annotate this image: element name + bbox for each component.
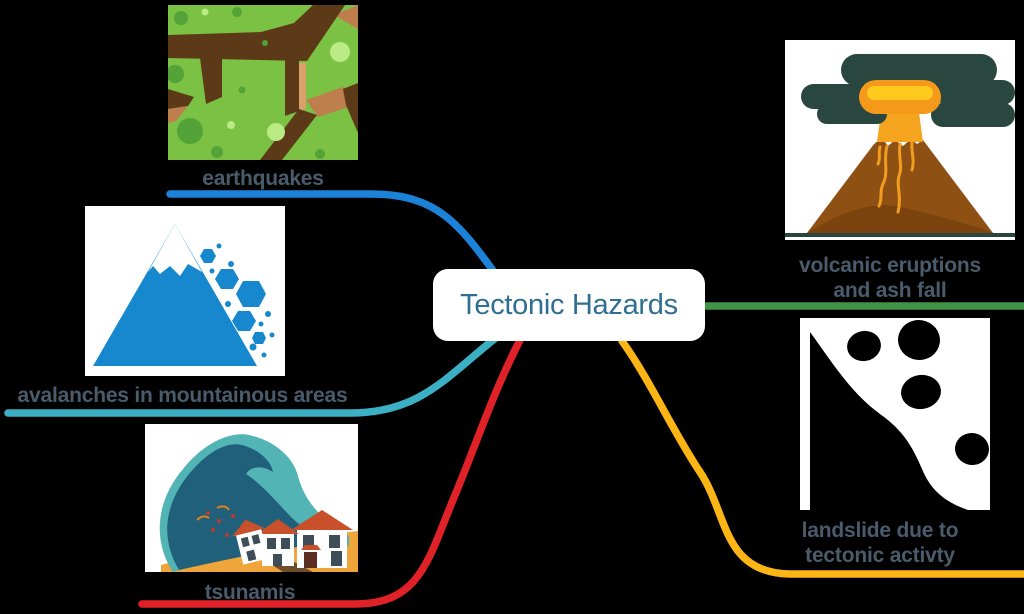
earthquakes-label[interactable]: earthquakes — [202, 167, 324, 190]
tsunamis-branch-line — [138, 336, 524, 608]
center-node-label: Tectonic Hazards — [460, 288, 678, 321]
avalanches-label[interactable]: avalanches in mountainous areas — [17, 384, 348, 407]
volcano-image[interactable] — [785, 40, 1015, 240]
landslide-image[interactable] — [800, 318, 990, 510]
earthquakes-image[interactable] — [168, 5, 358, 160]
avalanches-branch-line — [4, 332, 502, 417]
tsunami-image[interactable] — [145, 424, 358, 572]
earthquakes-branch-line — [166, 190, 509, 291]
landslide-label[interactable]: landslide due to tectonic activty — [801, 519, 959, 567]
landslide-branch-line — [618, 337, 1024, 578]
volcanic-label[interactable]: volcanic eruptions and ash fall — [799, 254, 981, 302]
avalanche-mountain-image[interactable] — [85, 206, 285, 376]
tsunamis-label[interactable]: tsunamis — [204, 581, 296, 604]
center-node[interactable]: Tectonic Hazards — [433, 269, 705, 341]
